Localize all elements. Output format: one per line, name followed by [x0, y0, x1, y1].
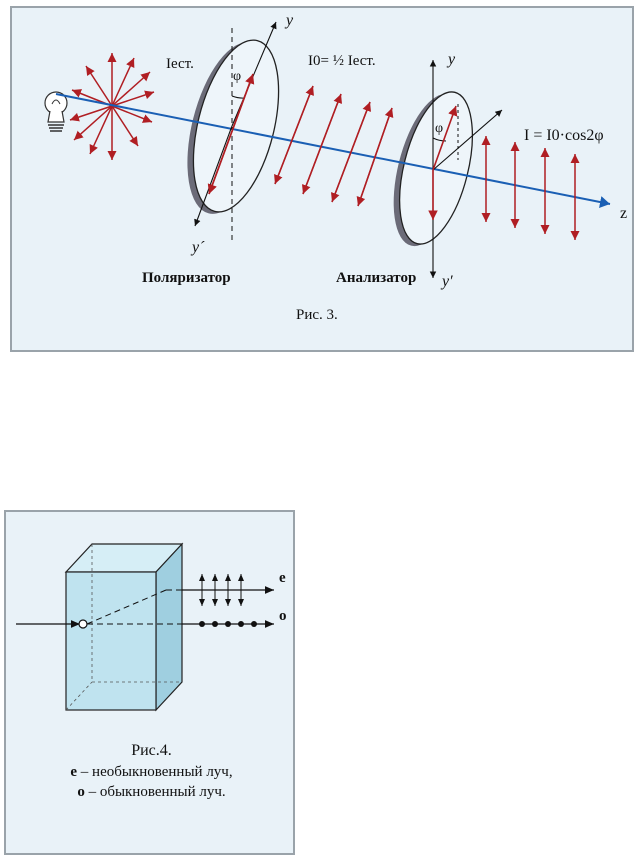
birefringence-diagram: e o: [16, 542, 287, 712]
label-phi-analyzer: φ: [435, 121, 443, 136]
figure-4-panel: e o Рис.4. e – необыкновенный луч, o – о…: [4, 510, 295, 855]
polarization-diagram: Iест. I0= ½ Iест. I = I0·cos2φ y y´ y y′…: [44, 12, 627, 323]
label-output-intensity: I = I0·cos2φ: [524, 127, 604, 144]
label-axis-y-analyzer: y: [446, 51, 456, 68]
crystal-prism: [64, 542, 184, 712]
figure-3-panel: Iест. I0= ½ Iест. I = I0·cos2φ y y´ y y′…: [10, 6, 634, 352]
legend-o-text: – обыкновенный луч.: [84, 784, 226, 800]
legend-e-text: – необыкновенный луч,: [77, 764, 233, 780]
figure-4-caption: Рис.4.: [131, 742, 172, 759]
label-polarized-intensity: I0= ½ Iест.: [308, 53, 376, 69]
light-beam: [55, 93, 611, 208]
label-axis-y-prime-analyzer: y′: [440, 273, 453, 290]
figure-3-caption: Рис. 3.: [296, 307, 338, 323]
label-analyzer: Анализатор: [336, 270, 416, 286]
light-bulb-icon: [44, 91, 68, 132]
legend-e-key: e: [70, 764, 78, 780]
natural-light-vectors: [69, 53, 155, 160]
polarized-light-vectors: [274, 85, 394, 207]
label-ray-o: o: [279, 608, 287, 624]
legend-extraordinary: e – необыкновенный луч,: [6, 764, 297, 781]
o-polarization-dots: [199, 621, 257, 627]
extraordinary-ray-inside: [86, 589, 167, 625]
label-axis-y-prime-polarizer: y´: [190, 239, 205, 256]
analyzer-vectors: [428, 105, 458, 220]
label-axis-y-polarizer: y: [284, 12, 294, 29]
label-natural-intensity: Iест.: [166, 56, 194, 72]
legend-o-key: o: [77, 784, 85, 800]
label-polarizer: Поляризатор: [142, 270, 231, 286]
entry-point: [78, 619, 88, 629]
output-light-vectors: [481, 136, 580, 240]
e-polarization-vectors: [199, 574, 244, 606]
label-axis-z: z: [620, 205, 627, 222]
legend-ordinary: o – обыкновенный луч.: [6, 784, 297, 801]
label-phi-polarizer: φ: [233, 69, 241, 84]
label-ray-e: e: [279, 570, 286, 586]
